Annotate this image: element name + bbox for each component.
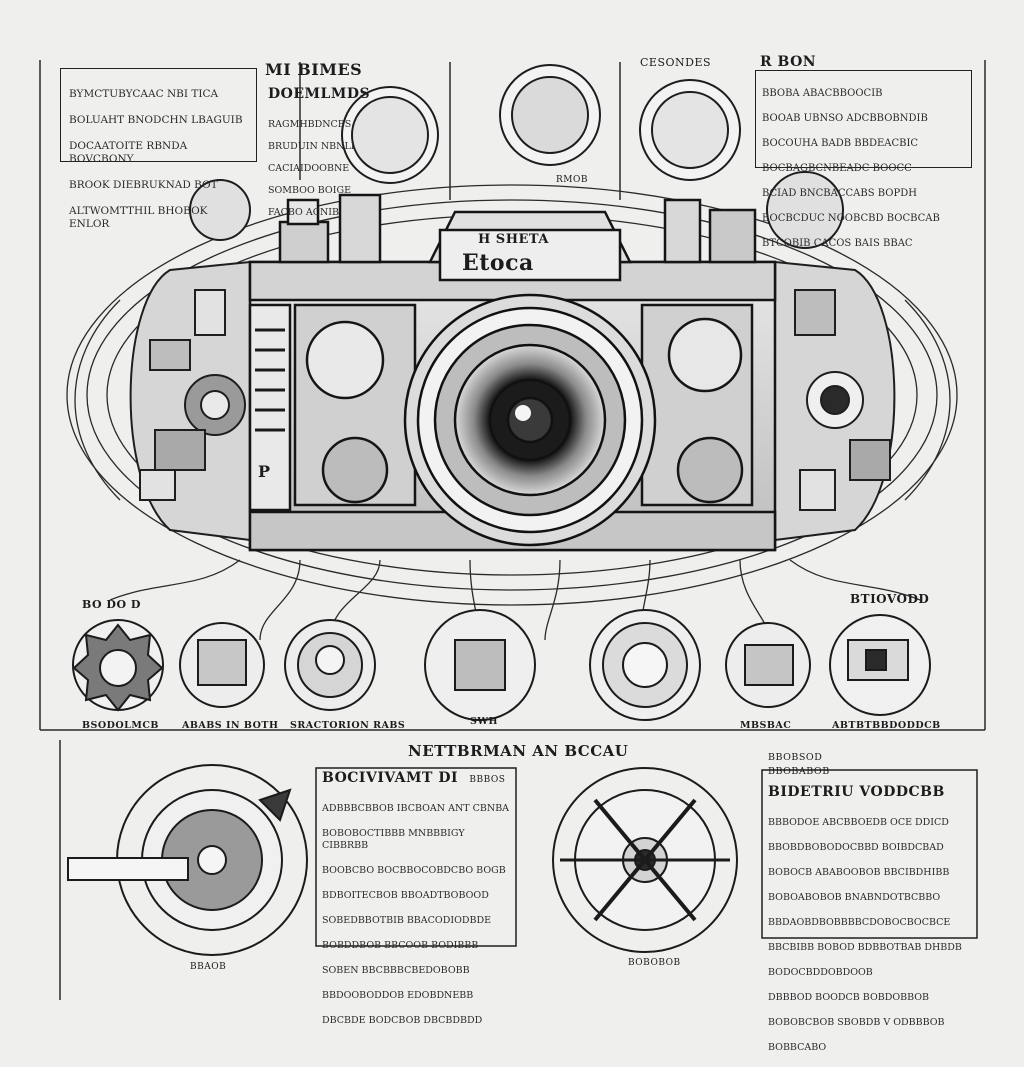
text-line: BTCOBIB CACOS BAIS BBAC <box>762 237 913 249</box>
center-misc-label: RMOB <box>556 175 588 185</box>
camera-diagram-illustration <box>39 60 986 1000</box>
text-line: DBBBOD BOODCB BOBDOBBOB <box>768 991 930 1003</box>
text-line: DOCAATOITE RBNDA BOVCBONY <box>69 140 188 165</box>
top-center-label: CESONDES <box>640 56 712 69</box>
text-line: BOBOCB ABABOOBOB BBCIBDHIBB <box>768 866 950 878</box>
text-line: BBDAOBDBOBBBBCDOBOCBOCBCE <box>768 916 951 928</box>
text-line: RAGMHBDNCBS <box>268 119 352 130</box>
text-line: BOBDDBOB BBCOOB BODIBBB <box>322 940 479 951</box>
gauges-row <box>72 609 931 721</box>
text-line: BOLUAHT BNODCHN LBAGUIB <box>69 114 243 126</box>
top-left-text-lines: BYMCTUBYCAAC NBI TICA BOLUAHT BNODCHN LB… <box>61 69 256 250</box>
text-line: BBOBDBOBODOCBBD BOIBDCBAD <box>768 841 944 853</box>
gauge-label-6: MBSBAC <box>740 720 792 731</box>
camera-brand-main: Etoca <box>462 250 534 276</box>
top-left-title: MI BIMES <box>265 60 363 79</box>
text-line: BBCBIBB BOBOD BDBBOTBAB DHBDB <box>768 941 962 953</box>
text-line: SOBEN BBCBBBCBEDOBOBB <box>322 965 470 976</box>
top-left-subtitle: DOEMLMDS <box>268 86 371 102</box>
text-line: BOOBCBO BOCBBOCOBDCBO BOGB <box>322 865 506 876</box>
bottom-left-panel-title: BOCIVIVAMT DI BBBOS <box>322 770 512 786</box>
text-line: SOMBOO BOIGE <box>268 185 351 196</box>
text-line: BBDOOBODDOB EDOBDNEBB <box>322 990 474 1001</box>
top-left-small-text: RAGMHBDNCBS BRUDUIN NBNLI CACIAIDOOBNE S… <box>268 108 355 229</box>
text-line: BBBODOE ABCBBOEDB OCE DDICD <box>768 816 949 828</box>
frame-lines <box>39 60 986 1000</box>
text-line: BBOBA ABACBBOOCIB <box>762 87 883 99</box>
gauge-label-1: BSODOLMCB <box>82 720 159 731</box>
text-line: BDBOITECBOB BBOADTBOBOOD <box>322 890 489 901</box>
top-medallions <box>189 64 844 249</box>
text-line: DBCBDE BODCBOB DBCBDBDD <box>322 1015 483 1026</box>
text-line: BRUDUIN NBNLI <box>268 141 355 152</box>
text-line: BROOK DIEBRUKNAD BOT <box>69 179 218 191</box>
left-mechanism <box>129 260 251 542</box>
gauge-title-7: BTIOVODD <box>850 592 930 606</box>
swirl-ovals <box>66 184 958 606</box>
top-right-text-box: BBOBA ABACBBOOCIB BOOAB UBNSO ADCBBOBNDI… <box>755 70 972 249</box>
bottom-right-kicker-2: BBOBABOB <box>768 766 830 777</box>
text-line: ALTWOMTTHIL BHOBOK ENLOR <box>69 205 208 230</box>
bottom-right-panel-lines: BBBODOE ABCBBOEDB OCE DDICD BBOBDBOBODOC… <box>768 804 973 1067</box>
right-mechanism <box>774 260 896 542</box>
infographic-page: { "header": { "top_left_title": "MI BIME… <box>39 54 986 1053</box>
camera-lens <box>403 293 657 547</box>
text-line: BOCBAGBCNBEADC BOOCC <box>762 162 912 174</box>
top-right-text-lines: BBOBA ABACBBOOCIB BOOAB UBNSO ADCBBOBNDI… <box>756 71 971 267</box>
bottom-right-panel-title: BIDETRIU VODDCBB <box>768 784 945 800</box>
camera-brand-top: H SHETA <box>478 232 549 247</box>
panel-title-small: BBBOS <box>469 775 506 785</box>
gauge-label-2: ABABS IN BOTH <box>182 720 279 731</box>
text-line: BOBOBCBOB SBOBDB V ODBBBOB <box>768 1016 945 1028</box>
bottom-center-title: NETTBRMAN AN BCCAU <box>408 742 629 760</box>
top-left-text-box: BYMCTUBYCAAC NBI TICA BOLUAHT BNODCHN LB… <box>60 68 257 230</box>
wires <box>109 559 921 641</box>
text-line: BYMCTUBYCAAC NBI TICA <box>69 88 219 100</box>
text-line: BCIAD BNCBACCABS BOPDH <box>762 187 917 199</box>
text-line: SOBEDBBOTBIB BBACODIODBDE <box>322 915 492 926</box>
text-line: BOBBCABO <box>768 1041 827 1053</box>
bottom-left-panel-lines: ADBBBCBBOB IBCBOAN ANT CBNBA BOBOBOCTIBB… <box>322 790 512 1040</box>
bottom-right-panel: BIDETRIU VODDCBB BBBODOE ABCBBOEDB OCE D… <box>768 784 973 1067</box>
text-line: CACIAIDOOBNE <box>268 163 350 174</box>
text-line: BOBOBOCTIBBB MNBBBIGY CIBBRBB <box>322 827 465 852</box>
text-line: BOOAB UBNSO ADCBBOBNDIB <box>762 112 928 124</box>
top-right-title: R BON <box>760 54 817 70</box>
gauge-label-3: SRACTORION RABS <box>290 720 406 731</box>
gauge-title-1: BO DO D <box>82 598 141 611</box>
camera-side-letter: P <box>258 462 271 481</box>
bottom-left-panel: BOCIVIVAMT DI BBBOS ADBBBCBBOB IBCBOAN A… <box>322 770 512 1040</box>
panel-title-text: BOCIVIVAMT DI <box>322 770 459 786</box>
bottom-right-kicker: BBOBSOD <box>768 752 823 763</box>
gauge-label-4: SWH <box>470 716 499 727</box>
gauge-label-7: ABTBTBBDODDCB <box>832 720 941 731</box>
text-line: BOBOABOBOB BNABNDOTBCBBO <box>768 891 941 903</box>
bottom-gauge-right-label: BOBOBOB <box>628 958 681 968</box>
text-line: BOCOUHA BADB BBDEACBIC <box>762 137 919 149</box>
text-line: BODOCBDDOBDOOB <box>768 966 873 978</box>
text-line: FACBO ACNIB <box>268 207 340 218</box>
grill-lines <box>255 328 285 432</box>
text-line: ADBBBCBBOB IBCBOAN ANT CBNBA <box>322 802 510 814</box>
text-line: BOCBCDUC NOOBCBD BOCBCAB <box>762 212 940 224</box>
bottom-gauges <box>67 764 738 956</box>
bottom-panel-frames <box>315 767 978 947</box>
bottom-gauge-left-label: BBAOB <box>190 962 227 972</box>
